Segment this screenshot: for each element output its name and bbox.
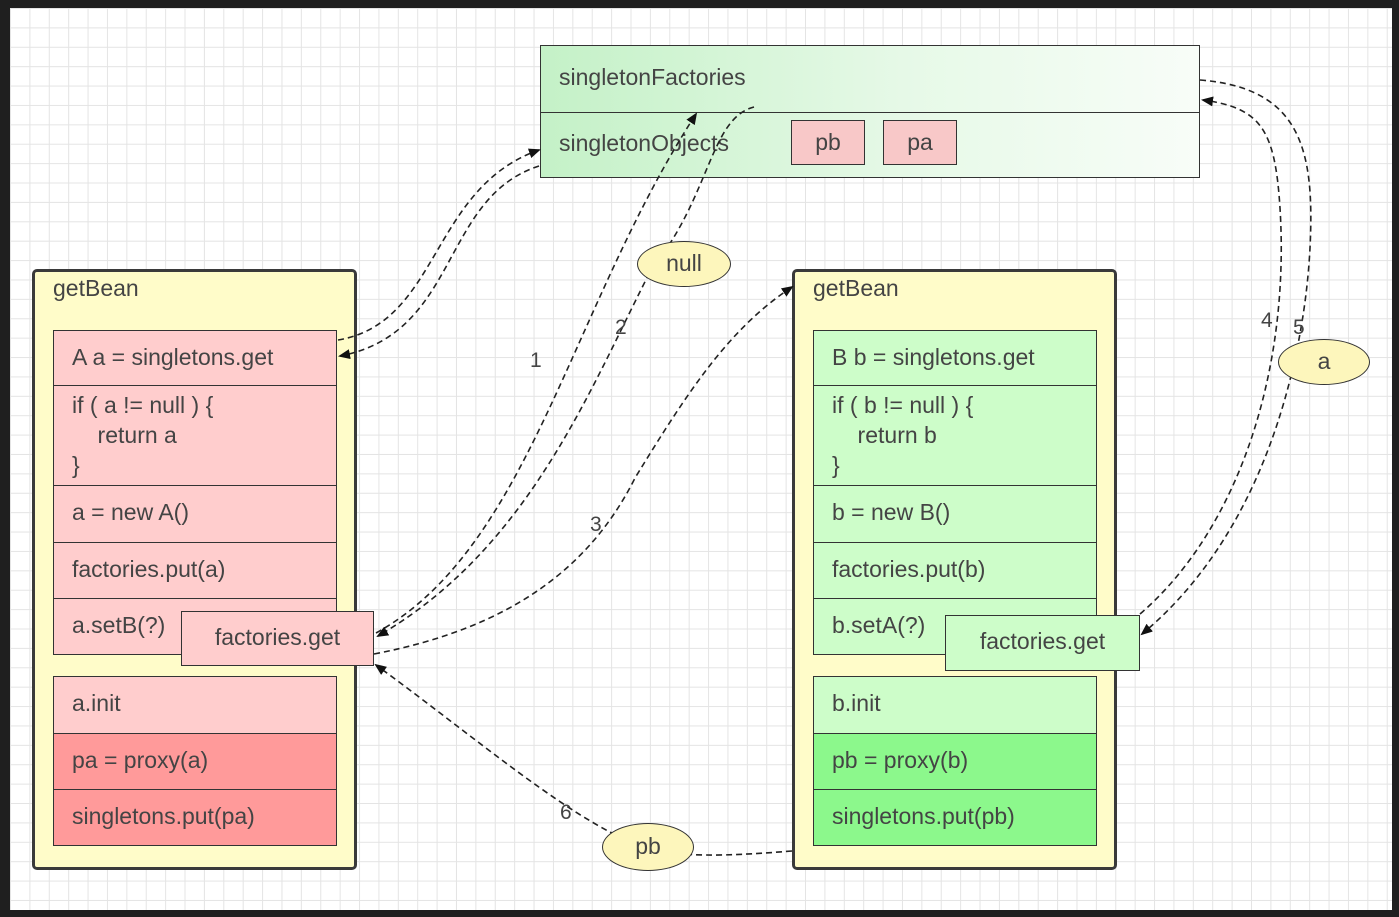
step-label-2: 2 <box>615 316 627 339</box>
arrow-objects-to-a-get <box>338 165 540 360</box>
chip-pa: pa <box>883 120 957 165</box>
singleton-objects-label: singletonObjects <box>559 130 730 156</box>
a-row-put: factories.put(a) <box>53 542 337 599</box>
a-row-proxy: pa = proxy(a) <box>53 733 337 790</box>
arrow-step-2 <box>376 106 755 638</box>
arrow-step-6 <box>374 663 793 856</box>
singleton-factories-row: singletonFactories <box>541 46 1199 113</box>
singleton-objects-row: singletonObjects pb pa <box>541 113 1199 177</box>
a-row-get: A a = singletons.get <box>53 330 337 386</box>
b-row-get: B b = singletons.get <box>813 330 1097 386</box>
arrow-step-1 <box>375 112 698 634</box>
step-label-6: 6 <box>560 801 572 824</box>
b-row-singletons-put: singletons.put(pb) <box>813 789 1097 846</box>
b-row-proxy: pb = proxy(b) <box>813 733 1097 790</box>
step-label-5: 5 <box>1293 316 1305 339</box>
a-factories-get: factories.get <box>181 611 374 666</box>
a-row-if: if ( a != null ) { return a } <box>53 385 337 486</box>
step-label-4: 4 <box>1261 309 1273 332</box>
b-row-put: factories.put(b) <box>813 542 1097 599</box>
step-label-3: 3 <box>590 513 602 536</box>
a-row-new: a = new A() <box>53 485 337 543</box>
arrow-a-get-to-objects <box>337 148 541 341</box>
diagram-canvas: singletonFactories singletonObjects pb p… <box>10 8 1392 910</box>
getbean-b-title: getBean <box>813 275 899 301</box>
singleton-factories-label: singletonFactories <box>559 64 746 90</box>
value-null: null <box>637 241 731 287</box>
arrow-step-3 <box>373 285 794 655</box>
b-factories-get: factories.get <box>945 615 1140 671</box>
value-pb: pb <box>602 823 694 871</box>
b-row-new: b = new B() <box>813 485 1097 543</box>
b-row-init: b.init <box>813 676 1097 734</box>
value-a: a <box>1278 339 1370 385</box>
getbean-a-title: getBean <box>53 275 139 301</box>
b-row-if: if ( b != null ) { return b } <box>813 385 1097 486</box>
a-row-singletons-put: singletons.put(pa) <box>53 789 337 846</box>
chip-pb: pb <box>791 120 865 165</box>
a-row-init: a.init <box>53 676 337 734</box>
singleton-store: singletonFactories singletonObjects pb p… <box>540 45 1200 178</box>
step-label-1: 1 <box>530 349 542 372</box>
